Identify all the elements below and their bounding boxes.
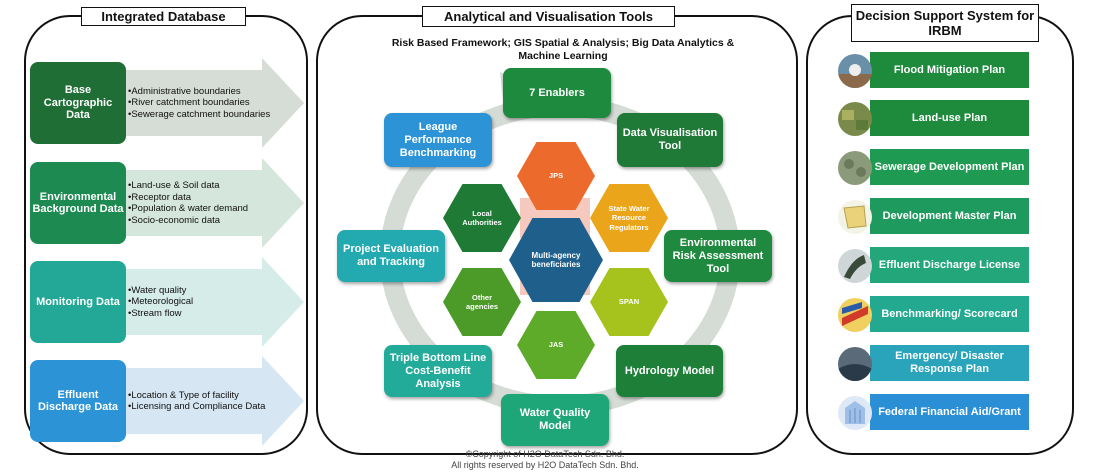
database-item: Stream flow (128, 308, 278, 320)
tool-data-visualisation[interactable]: Data Visualisation Tool (617, 113, 723, 167)
database-item-list: Land-use & Soil dataReceptor dataPopulat… (128, 158, 278, 248)
database-item: Land-use & Soil data (128, 180, 278, 192)
database-category-box[interactable]: Effluent Discharge Data (30, 360, 126, 442)
database-item-list: Location & Type of facilityLicensing and… (128, 356, 278, 446)
database-item: Sewerage catchment boundaries (128, 109, 278, 121)
tool-triple-bottom-line[interactable]: Triple Bottom Line Cost-Benefit Analysis (384, 345, 492, 397)
analytical-tools-title: Analytical and Visualisation Tools (422, 6, 675, 27)
decision-support-item[interactable]: Benchmarking/ Scorecard (870, 296, 1029, 332)
hex-multi-agency-beneficiaries[interactable]: Multi-agency beneficiaries (509, 218, 603, 302)
database-row: Effluent Discharge DataLocation & Type o… (30, 356, 304, 446)
landuse-photo-icon (838, 102, 872, 136)
decision-support-row: Development Master Plan (836, 198, 1029, 234)
database-item: Socio-economic data (128, 215, 278, 227)
hex-jas[interactable]: JAS (517, 311, 595, 379)
copyright-line1: ©Copyright of H2O DataTech Sdn. Bhd. (465, 449, 625, 459)
decision-support-item[interactable]: Development Master Plan (870, 198, 1029, 234)
hex-other-agencies[interactable]: Other agencies (443, 268, 521, 336)
decision-support-row: Effluent Discharge License (836, 247, 1029, 283)
database-row: Environmental Background DataLand-use & … (30, 158, 304, 248)
decision-support-title: Decision Support System for IRBM (851, 4, 1039, 42)
decision-support-row: Benchmarking/ Scorecard (836, 296, 1029, 332)
database-category-box[interactable]: Base Cartographic Data (30, 62, 126, 144)
database-item: Population & water demand (128, 203, 278, 215)
tool-environmental-risk-assessment[interactable]: Environmental Risk Assessment Tool (664, 230, 772, 282)
database-item-list: Administrative boundariesRiver catchment… (128, 58, 278, 148)
database-item: Location & Type of facility (128, 390, 278, 402)
decision-support-item[interactable]: Effluent Discharge License (870, 247, 1029, 283)
decision-support-item[interactable]: Emergency/ Disaster Response Plan (870, 345, 1029, 381)
database-item: Receptor data (128, 192, 278, 204)
decision-support-item[interactable]: Federal Financial Aid/Grant (870, 394, 1029, 430)
decision-support-row: Emergency/ Disaster Response Plan (836, 345, 1029, 381)
database-category-box[interactable]: Environmental Background Data (30, 162, 126, 244)
flood-photo-icon (838, 54, 872, 88)
database-row: Base Cartographic DataAdministrative bou… (30, 58, 304, 148)
decision-support-row: Flood Mitigation Plan (836, 52, 1029, 88)
database-item: Meteorological (128, 296, 278, 308)
decision-support-row: Sewerage Development Plan (836, 149, 1029, 185)
decision-support-row: Land-use Plan (836, 100, 1029, 136)
effluent-photo-icon (838, 249, 872, 283)
storm-photo-icon (838, 347, 872, 381)
tool-water-quality-model[interactable]: Water Quality Model (501, 394, 609, 446)
framework-label: Risk Based Framework; GIS Spatial & Anal… (391, 37, 735, 62)
integrated-database-title: Integrated Database (81, 7, 246, 26)
scorecard-icon (838, 298, 872, 332)
tool-league-performance[interactable]: League Performance Benchmarking (384, 113, 492, 167)
decision-support-item[interactable]: Land-use Plan (870, 100, 1029, 136)
database-item: River catchment boundaries (128, 97, 278, 109)
sewerage-photo-icon (838, 151, 872, 185)
database-category-box[interactable]: Monitoring Data (30, 261, 126, 343)
database-item: Administrative boundaries (128, 86, 278, 98)
tool-7-enablers[interactable]: 7 Enablers (503, 68, 611, 118)
database-item: Licensing and Compliance Data (128, 401, 278, 413)
decision-support-row: Federal Financial Aid/Grant (836, 394, 1029, 430)
database-row: Monitoring DataWater qualityMeteorologic… (30, 257, 304, 347)
masterplan-map-icon (838, 200, 872, 234)
copyright-notice: ©Copyright of H2O DataTech Sdn. Bhd. All… (420, 449, 670, 471)
copyright-line2: All rights reserved by H2O DataTech Sdn.… (451, 460, 639, 470)
hex-span[interactable]: SPAN (590, 268, 668, 336)
decision-support-panel (806, 15, 1074, 455)
tool-hydrology-model[interactable]: Hydrology Model (616, 345, 723, 397)
tool-project-evaluation[interactable]: Project Evaluation and Tracking (337, 230, 445, 282)
database-item: Water quality (128, 285, 278, 297)
database-item-list: Water qualityMeteorologicalStream flow (128, 257, 278, 347)
federal-building-icon (838, 396, 872, 430)
decision-support-item[interactable]: Sewerage Development Plan (870, 149, 1029, 185)
decision-support-item[interactable]: Flood Mitigation Plan (870, 52, 1029, 88)
